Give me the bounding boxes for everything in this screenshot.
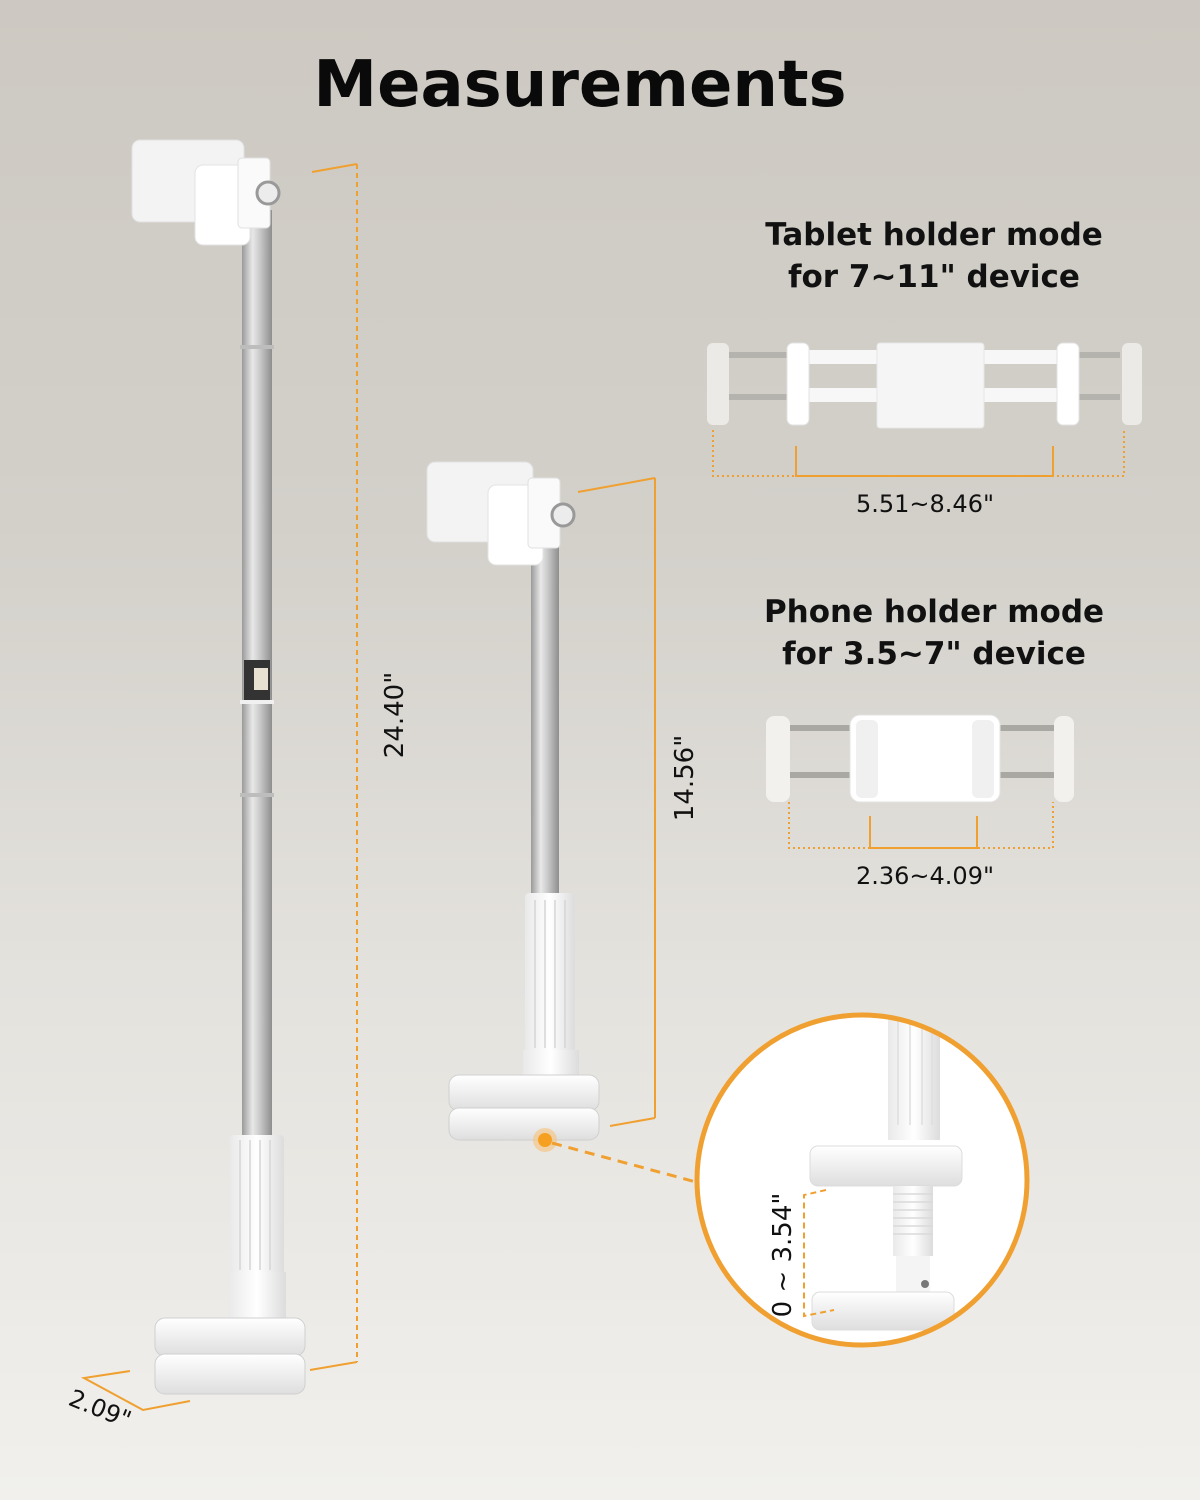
tablet-mode-title-line2: for 7~11" device [788, 259, 1080, 295]
tablet-holder-illustration [707, 342, 1142, 429]
phone-holder-illustration [766, 714, 1074, 803]
page-title: Measurements [313, 48, 847, 122]
phone-range-label: 2.36~4.09" [855, 862, 995, 890]
base-width-dimension [80, 1370, 191, 1412]
retracted-stand-illustration [426, 461, 600, 1141]
tablet-mode-title-line1: Tablet holder mode [765, 217, 1103, 253]
extended-height-label: 24.40" [380, 671, 410, 759]
tablet-range-label: 5.51~8.46" [855, 490, 995, 518]
phone-range-dimension [788, 802, 1054, 849]
phone-mode-title-line1: Phone holder mode [763, 594, 1105, 630]
extended-stand-illustration [131, 139, 306, 1395]
tablet-range-dimension [712, 430, 1125, 477]
phone-mode-heading: Phone holder mode for 3.5~7" device [740, 591, 1128, 675]
callout-connector [551, 1141, 697, 1184]
tablet-mode-heading: Tablet holder mode for 7~11" device [740, 214, 1128, 298]
retracted-height-dimension [577, 477, 656, 1127]
clamp-opening-label: 0 ~ 3.54" [768, 1192, 798, 1318]
callout-dot-icon [533, 1128, 557, 1152]
clamp-detail-magnifier [694, 1012, 1030, 1348]
phone-mode-title-line2: for 3.5~7" device [782, 636, 1086, 672]
retracted-height-label: 14.56" [670, 734, 700, 822]
extended-height-dimension [309, 163, 358, 1371]
